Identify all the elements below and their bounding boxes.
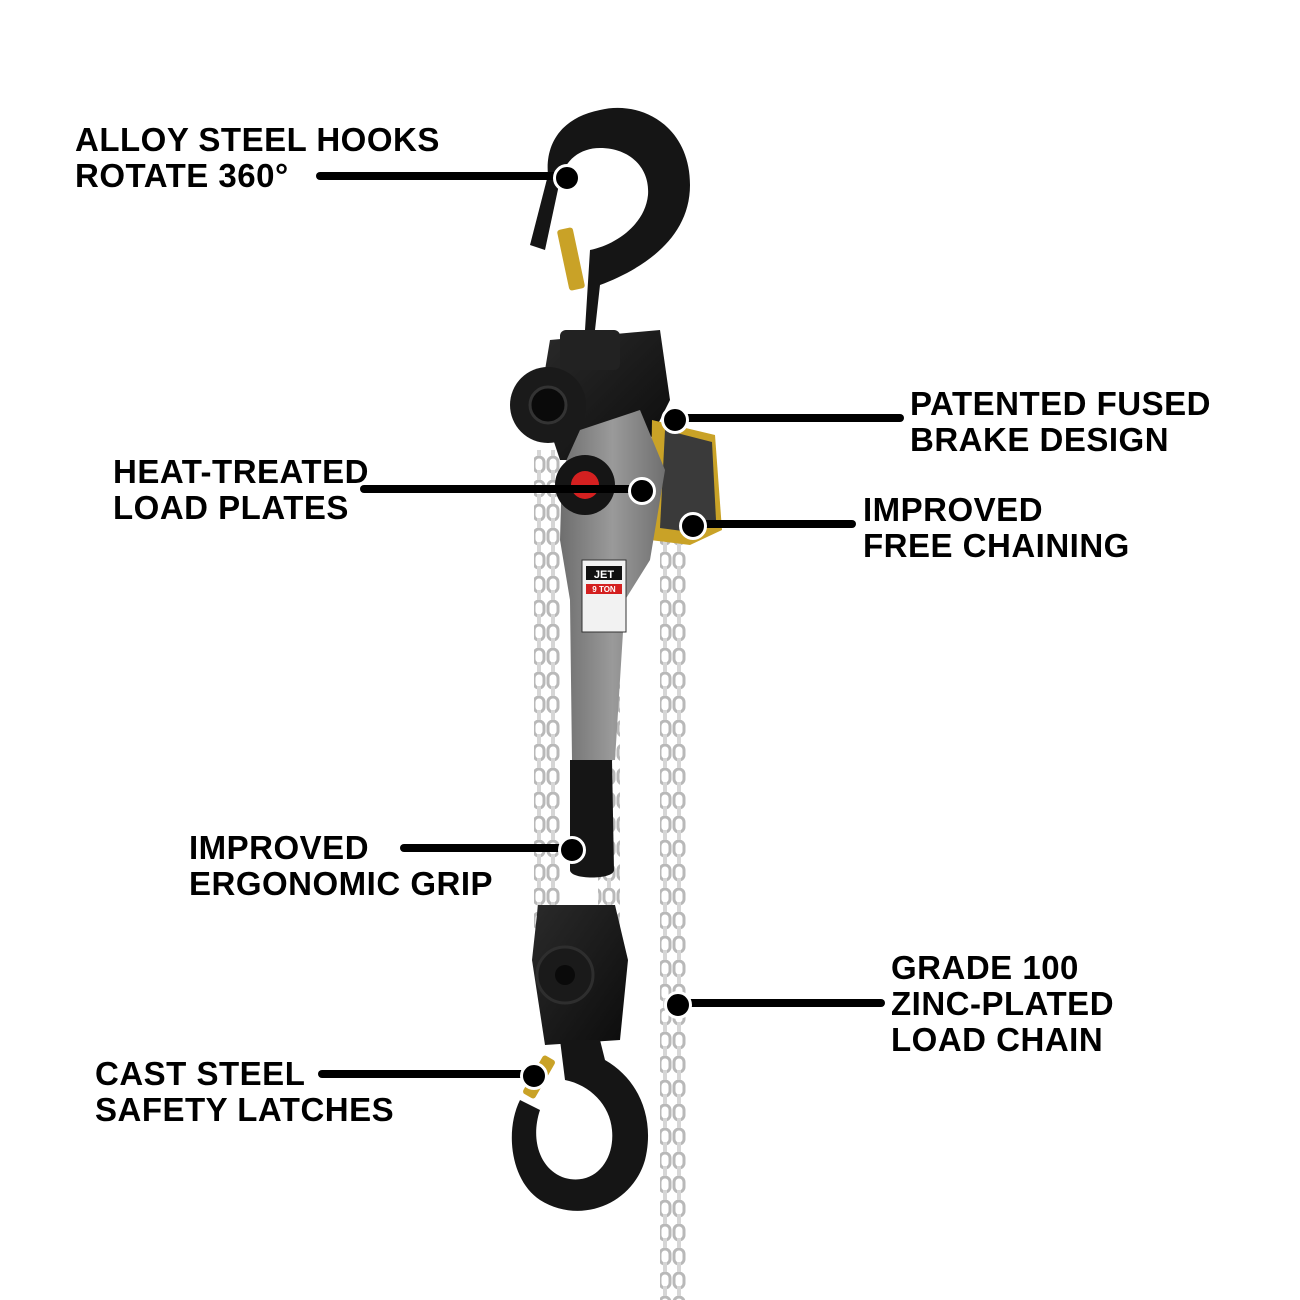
leader-plates xyxy=(360,485,640,493)
leader-dot-chaining xyxy=(679,512,707,540)
brand-label: JET xyxy=(594,569,614,581)
leader-dot-hooks xyxy=(553,164,581,192)
callout-plates-line-2: LOAD PLATES xyxy=(113,489,349,526)
leader-chaining xyxy=(690,520,856,528)
callout-chaining: IMPROVED FREE CHAINING xyxy=(863,492,1130,564)
leader-latches xyxy=(318,1070,532,1078)
callout-plates: HEAT-TREATED LOAD PLATES xyxy=(113,454,369,526)
callout-chain: GRADE 100 ZINC-PLATED LOAD CHAIN xyxy=(891,950,1114,1058)
callout-grip-line-2: ERGONOMIC GRIP xyxy=(189,865,494,902)
callout-plates-line-1: HEAT-TREATED xyxy=(113,453,369,490)
load-chain-left xyxy=(534,450,560,930)
load-chain-right xyxy=(660,540,686,1300)
callout-grip-line-1: IMPROVED xyxy=(189,829,370,866)
callout-hooks: ALLOY STEEL HOOKS ROTATE 360° xyxy=(75,122,440,194)
leader-dot-latches xyxy=(520,1062,548,1090)
leader-chain xyxy=(675,999,885,1007)
callout-latches-line-2: SAFETY LATCHES xyxy=(95,1091,395,1128)
callout-latches: CAST STEEL SAFETY LATCHES xyxy=(95,1056,394,1128)
callout-brake: PATENTED FUSED BRAKE DESIGN xyxy=(910,386,1211,458)
callout-brake-line-1: PATENTED FUSED xyxy=(910,385,1211,422)
leader-grip xyxy=(400,844,570,852)
callout-chain-line-2: ZINC-PLATED xyxy=(891,985,1115,1022)
callout-grip: IMPROVED ERGONOMIC GRIP xyxy=(189,830,493,902)
callout-chaining-line-2: FREE CHAINING xyxy=(863,527,1130,564)
callout-hooks-line-2: ROTATE 360° xyxy=(75,157,289,194)
bottom-block xyxy=(532,905,628,1045)
callout-hooks-line-1: ALLOY STEEL HOOKS xyxy=(75,121,440,158)
top-hook xyxy=(530,107,690,330)
top-safety-latch xyxy=(557,227,585,291)
leader-brake xyxy=(672,414,904,422)
callout-latches-line-1: CAST STEEL xyxy=(95,1055,306,1092)
capacity-label: 9 TON xyxy=(592,585,616,594)
callout-chaining-line-1: IMPROVED xyxy=(863,491,1044,528)
callout-brake-line-2: BRAKE DESIGN xyxy=(910,421,1170,458)
leader-hooks xyxy=(316,172,566,180)
leader-dot-plates xyxy=(628,477,656,505)
leader-dot-chain xyxy=(664,991,692,1019)
callout-chain-line-1: GRADE 100 xyxy=(891,949,1079,986)
callout-chain-line-3: LOAD CHAIN xyxy=(891,1021,1104,1058)
leader-dot-brake xyxy=(661,406,689,434)
hoist-body xyxy=(510,330,722,545)
leader-dot-grip xyxy=(558,836,586,864)
